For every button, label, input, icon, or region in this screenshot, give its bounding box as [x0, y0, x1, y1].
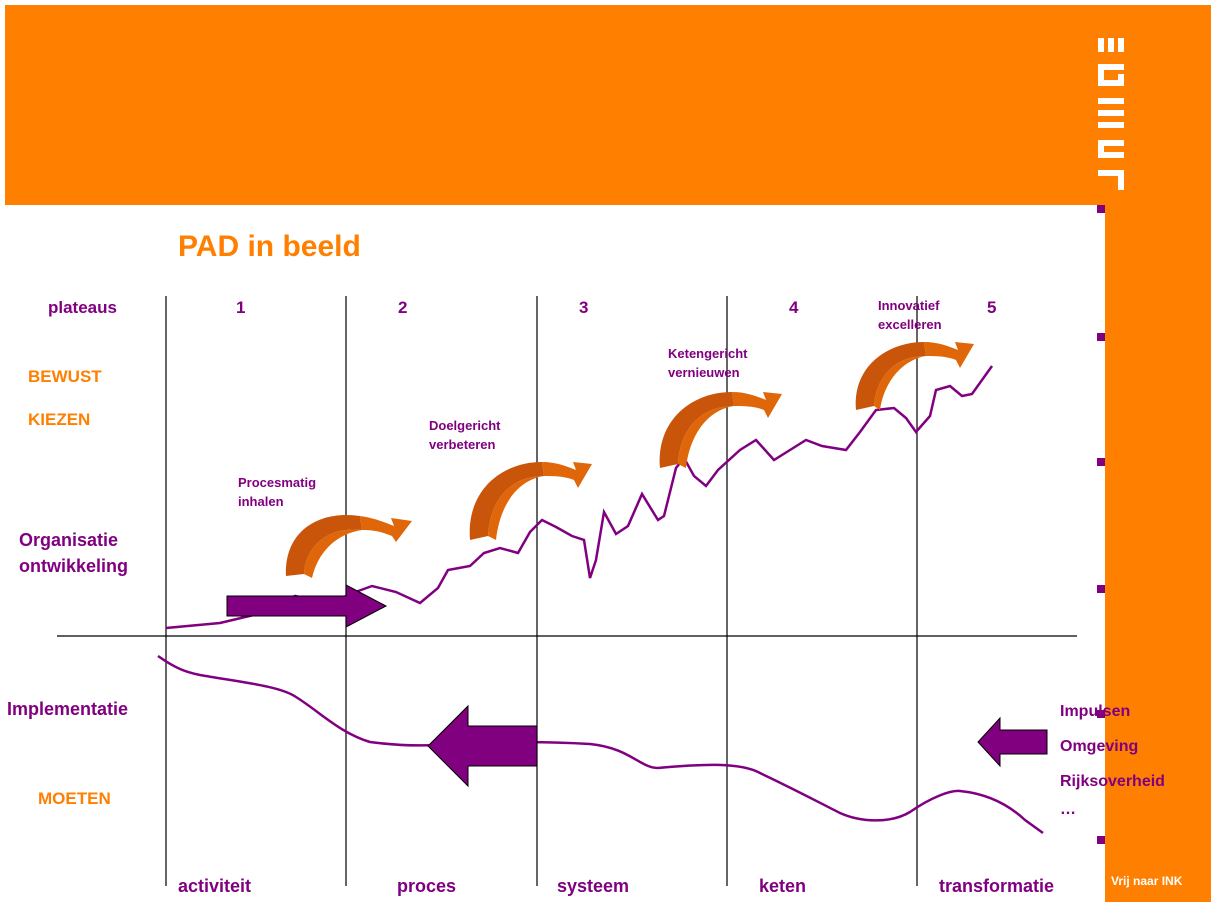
step-label-4: Innovatief excelleren [878, 296, 942, 334]
bullet-marker [1097, 458, 1105, 466]
step-arrow-3 [659, 392, 782, 468]
step-label-3: Ketengericht vernieuwen [668, 344, 747, 382]
step-label-2: Doelgericht verbeteren [429, 416, 501, 454]
stage-label: activiteit [178, 876, 252, 896]
step-label-line: Doelgericht [429, 418, 501, 433]
bewust-label: BEWUST [28, 367, 102, 386]
impulse-item: Omgeving [1060, 738, 1139, 755]
step-label-1: Procesmatig inhalen [238, 473, 316, 511]
credit-text: Vrij naar INK [1111, 874, 1183, 888]
side-band [1105, 205, 1211, 902]
company-logo [1098, 38, 1124, 190]
step-label-line: verbeteren [429, 437, 496, 452]
kiezen-label: KIEZEN [28, 410, 91, 429]
bullet-marker [1097, 333, 1105, 341]
plateau-number: 4 [789, 298, 799, 317]
plateau-number: 5 [987, 298, 997, 317]
implementatie-label: Implementatie [7, 699, 129, 719]
organisatie-line1: Organisatie [19, 530, 119, 550]
plateau-number: 3 [579, 298, 589, 317]
plateau-number: 1 [236, 298, 246, 317]
implementation-curve [157, 654, 1044, 835]
step-label-line: Procesmatig [238, 475, 317, 490]
page-title: PAD in beeld [178, 230, 361, 263]
impulse-item: Rijksoverheid [1060, 773, 1165, 790]
forward-arrow [226, 584, 388, 628]
step-label-line: Ketengericht [668, 346, 748, 361]
bullet-marker [1097, 205, 1105, 213]
stage-label: transformatie [939, 876, 1055, 896]
organisatie-label: Organisatie ontwikkeling [19, 527, 128, 579]
step-label-line: inhalen [238, 494, 284, 509]
backward-arrow [427, 704, 538, 788]
plateau-dividers [165, 296, 918, 886]
impulses-list: Impulsen Omgeving Rijksoverheid … [1060, 694, 1165, 821]
bullet-marker [1097, 710, 1105, 718]
step-label-line: Innovatief [878, 298, 940, 313]
plateau-number: 2 [398, 298, 408, 317]
bullet-marker [1097, 585, 1105, 593]
step-arrow-2 [469, 462, 592, 540]
moeten-label: MOETEN [38, 789, 111, 808]
plateaus-label: plateaus [48, 298, 117, 317]
header-band [5, 5, 1211, 205]
impulse-item: … [1060, 801, 1076, 818]
impulse-arrow [977, 716, 1048, 768]
stage-label: systeem [557, 876, 630, 896]
stage-label: keten [759, 876, 807, 896]
stage-label: proces [397, 876, 457, 896]
organisatie-line2: ontwikkeling [19, 556, 129, 576]
impulse-item: Impulsen [1060, 703, 1131, 720]
step-label-line: excelleren [878, 317, 942, 332]
bullet-marker [1097, 836, 1105, 844]
step-arrow-1 [285, 514, 412, 578]
development-curve [165, 365, 994, 630]
step-label-line: vernieuwen [668, 365, 740, 380]
step-arrow-4 [855, 342, 974, 410]
